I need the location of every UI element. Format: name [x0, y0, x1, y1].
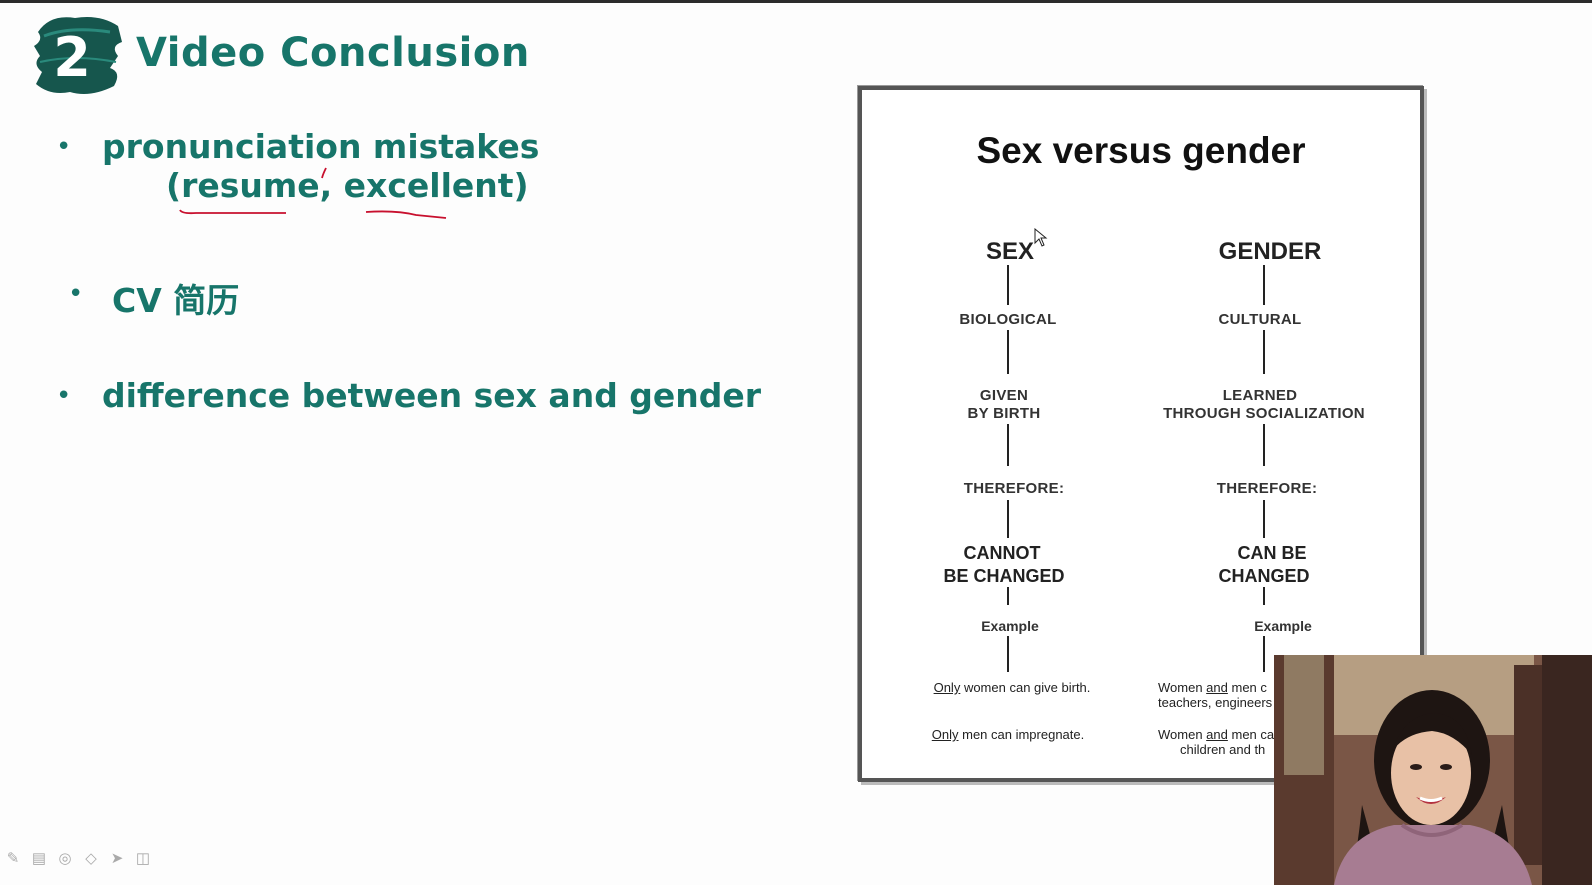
bullet-pronunciation-examples: (resume, excellent): [166, 166, 529, 205]
sex-origin-1: GIVEN: [979, 387, 1029, 404]
sex-example-2: Only men can impregnate.: [931, 727, 1085, 742]
handwritten-annotation: [179, 167, 447, 219]
bullet-sex-gender: difference between sex and gender: [102, 376, 762, 415]
sex-therefore: THEREFORE:: [963, 480, 1065, 497]
connector-line: [1263, 587, 1265, 605]
connector-line: [1007, 330, 1009, 374]
section-number: 2: [53, 26, 91, 89]
bullet-dot: •: [56, 132, 72, 162]
camera-icon[interactable]: ◫: [135, 850, 151, 867]
presentation-toolbar: ✎ ▤ ◎ ◇ ➤ ◫: [4, 848, 152, 870]
gender-therefore: THEREFORE:: [1216, 480, 1318, 497]
connector-line: [1007, 500, 1009, 538]
sex-heading: SEX: [985, 238, 1035, 265]
presenter-video-frame: [1274, 655, 1592, 885]
top-border: [0, 0, 1592, 3]
gender-example-label: Example: [1254, 618, 1312, 634]
bullet-dot: •: [68, 279, 84, 309]
keyboard-icon[interactable]: ▤: [31, 850, 47, 867]
connector-line: [1007, 587, 1009, 605]
eraser-circle-icon[interactable]: ◎: [58, 850, 72, 867]
connector-line: [1263, 424, 1265, 466]
webcam-video[interactable]: [1274, 655, 1592, 885]
connector-line: [1263, 500, 1265, 538]
sex-example-label: Example: [981, 618, 1039, 634]
gender-origin-2: THROUGH SOCIALIZATION: [1163, 405, 1365, 422]
sex-result-1: CANNOT: [963, 543, 1041, 563]
connector-line: [1007, 424, 1009, 466]
sex-origin-2: BY BIRTH: [967, 405, 1041, 422]
sex-example-1: Only women can give birth.: [933, 680, 1091, 695]
connector-line: [1263, 636, 1265, 672]
figure-title: Sex versus gender: [976, 130, 1306, 171]
bullet-cv: CV 简历: [112, 281, 240, 320]
gender-origin-1: LEARNED: [1222, 387, 1298, 404]
mouse-cursor-icon: [1034, 228, 1048, 247]
bullet-dot: •: [56, 381, 72, 411]
gender-result-2: CHANGED: [1218, 566, 1310, 586]
eraser-icon[interactable]: ◇: [85, 850, 97, 867]
sex-nature: BIOLOGICAL: [959, 311, 1057, 328]
bullet-pronunciation: pronunciation mistakes: [102, 127, 540, 166]
gender-result-1: CAN BE: [1237, 543, 1307, 563]
slide-title: Video Conclusion: [136, 30, 530, 76]
connector-line: [1263, 330, 1265, 374]
pen-icon[interactable]: ✎: [6, 850, 20, 867]
gender-heading: GENDER: [1218, 238, 1322, 265]
gender-nature: CULTURAL: [1218, 311, 1302, 328]
gender-example-2: Women and men ca children and th: [1158, 727, 1275, 757]
connector-line: [1007, 636, 1009, 672]
connector-line: [1263, 265, 1265, 305]
gender-example-1: Women and men c teachers, engineers: [1158, 680, 1273, 710]
connector-line: [1007, 265, 1009, 305]
pointer-icon[interactable]: ➤: [110, 850, 124, 867]
section-badge: 2: [34, 17, 122, 94]
sex-result-2: BE CHANGED: [943, 566, 1065, 586]
